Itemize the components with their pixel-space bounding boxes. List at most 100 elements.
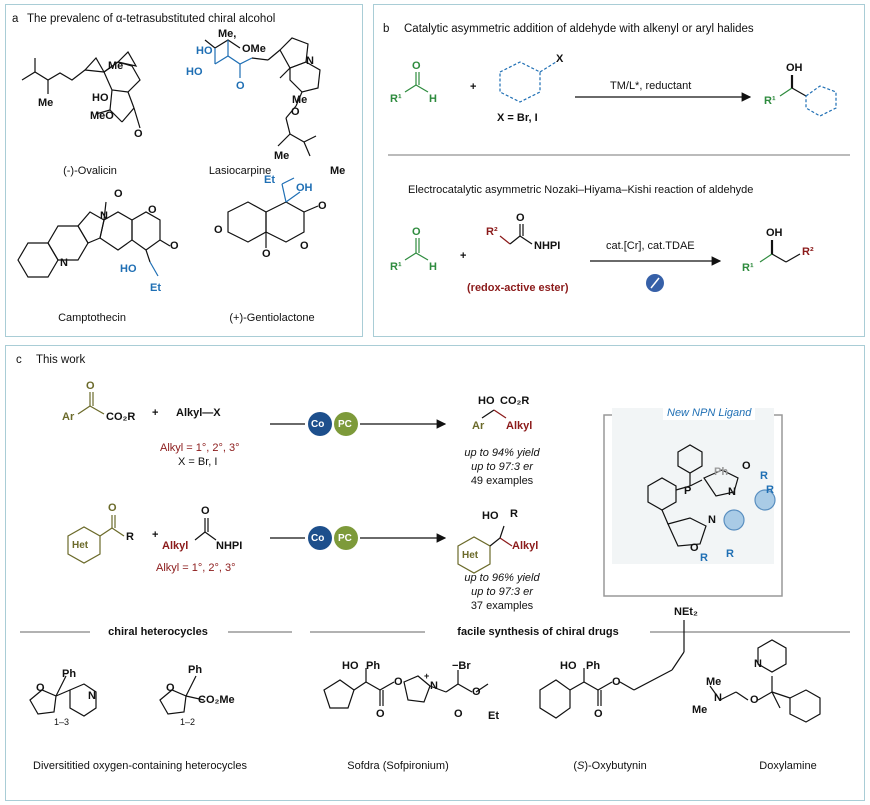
b-aldehyde-r1: R¹: [390, 93, 402, 105]
campto-ho: HO: [120, 263, 137, 275]
gentio-o1: O: [214, 224, 223, 236]
c1-alkyl-x: Alkyl—X: [176, 407, 221, 419]
c2-yield: up to 96% yield: [464, 572, 540, 584]
lasiocarpine-caption: Lasiocarpine: [208, 165, 272, 177]
c2-o: O: [108, 502, 117, 514]
doxy-o: O: [750, 694, 759, 706]
doxy-me1: Me: [706, 676, 722, 688]
c2-het: Het: [72, 540, 89, 551]
c2-product-alkyl: Alkyl: [512, 540, 539, 552]
b2-aldehyde-h: H: [429, 261, 437, 273]
ovalicin-meo: MeO: [90, 110, 114, 122]
campto-et: Et: [150, 282, 161, 294]
het2-sub: 1–2: [180, 717, 196, 727]
gentio-o3: O: [300, 240, 309, 252]
ovalicin-ho: HO: [92, 92, 109, 104]
c1-yield: up to 94% yield: [464, 447, 540, 459]
ligand-ph: Ph: [714, 466, 729, 478]
gentio-o2: O: [318, 200, 327, 212]
c1-x-def: X = Br, I: [178, 456, 218, 468]
ligand-r1: R: [760, 470, 768, 482]
oxy-net2: NEt₂: [674, 606, 698, 618]
gentio-oh: OH: [296, 182, 313, 194]
panel-a: [5, 4, 363, 337]
gentio-et: Et: [264, 174, 275, 186]
campto-o1: O: [114, 188, 123, 200]
ovalicin-me-left: Me: [38, 97, 54, 109]
c1-ar: Ar: [62, 411, 75, 423]
c2-alkyl-def: Alkyl = 1°, 2°, 3°: [156, 562, 236, 574]
c2-nhpi: NHPI: [216, 540, 243, 552]
c2-examples: 37 examples: [470, 600, 534, 612]
sofdra-o2: O: [394, 676, 403, 688]
sofdra-et: Et: [488, 710, 499, 722]
b2-product-r2: R²: [802, 246, 814, 258]
lasio-o1: O: [236, 80, 245, 92]
doxy-n: N: [714, 692, 722, 704]
het2-ph: Ph: [188, 664, 203, 676]
ligand-n1: N: [728, 486, 736, 498]
panel-a-letter: a: [12, 13, 19, 25]
c2-product-het: Het: [462, 550, 479, 561]
heterocycles-caption: Diversititied oxygen-containing heterocy…: [33, 760, 247, 772]
b-product-r1: R¹: [764, 95, 776, 107]
het2-co2me: CO₂Me: [198, 694, 235, 706]
c1-alkyl-def: Alkyl = 1°, 2°, 3°: [160, 442, 240, 454]
b2-product-oh: OH: [766, 227, 783, 239]
lasio-ome: OMe: [242, 43, 266, 55]
panel-c-title: This work: [36, 354, 86, 366]
sofdra-ho: HO: [342, 660, 359, 672]
c1-co: Co: [311, 419, 325, 430]
c2-alkyl: Alkyl: [162, 540, 189, 552]
c2-r: R: [126, 531, 134, 543]
lasio-ho1: HO: [196, 45, 213, 57]
c2-er: up to 97:3 er: [471, 586, 533, 598]
section-heterocycles: chiral heterocycles: [108, 626, 208, 638]
c1-product-ho: HO: [478, 395, 495, 407]
oxy-caption-post: )-Oxybutynin: [584, 760, 647, 772]
c2-pc: PC: [338, 533, 352, 544]
campto-o3: O: [170, 240, 179, 252]
c2-product-r: R: [510, 508, 518, 520]
oxy-o2: O: [612, 676, 621, 688]
oxy-caption-pre: (: [573, 760, 577, 772]
oxy-ph: Ph: [586, 660, 601, 672]
c1-o: O: [86, 380, 95, 392]
sofdra-n: N: [430, 680, 438, 692]
het1-sub: 1–3: [54, 717, 70, 727]
c2-o2: O: [201, 505, 210, 517]
c1-product-ar: Ar: [472, 420, 485, 432]
panel-c-letter: c: [16, 354, 22, 366]
ligand-o2: O: [690, 542, 699, 554]
sofdra-br: −Br: [452, 660, 471, 672]
lasio-o2: O: [291, 106, 300, 118]
ovalicin-caption: (-)-Ovalicin: [63, 165, 117, 177]
b2-conditions: cat.[Cr], cat.TDAE: [606, 240, 695, 252]
sofdra-o3: O: [454, 708, 463, 720]
ligand-p: P: [684, 485, 692, 497]
sofdra-o1: O: [376, 708, 385, 720]
panel-b: [373, 4, 865, 337]
oxy-caption-s: S: [576, 760, 585, 772]
ligand-o1: O: [742, 460, 751, 472]
ligand-r2: R: [766, 484, 774, 496]
b-product-oh: OH: [786, 62, 803, 74]
section-drugs: facile synthesis of chiral drugs: [457, 626, 619, 638]
camptothecin-caption: Camptothecin: [58, 312, 126, 324]
gentiolactone-caption: (+)-Gentiolactone: [229, 312, 315, 324]
b-subtitle: Electrocatalytic asymmetric Nozaki–Hiyam…: [408, 184, 754, 196]
het1-n: N: [88, 690, 96, 702]
sofdra-plus: +: [424, 671, 430, 681]
het1-ph: Ph: [62, 668, 77, 680]
ovalicin-me-top: Me: [108, 60, 124, 72]
b2-nhpi: NHPI: [534, 240, 561, 252]
het2-o: O: [166, 682, 175, 694]
c2-plus: +: [152, 529, 159, 541]
oxy-o1: O: [594, 708, 603, 720]
sofdra-caption: Sofdra (Sofpironium): [347, 760, 449, 772]
lasio-ho2: HO: [186, 66, 203, 78]
ovalicin-o: O: [134, 128, 143, 140]
b-x-def: X = Br, I: [497, 112, 538, 124]
b2-aldehyde-r1: R¹: [390, 261, 402, 273]
c1-plus: +: [152, 407, 159, 419]
